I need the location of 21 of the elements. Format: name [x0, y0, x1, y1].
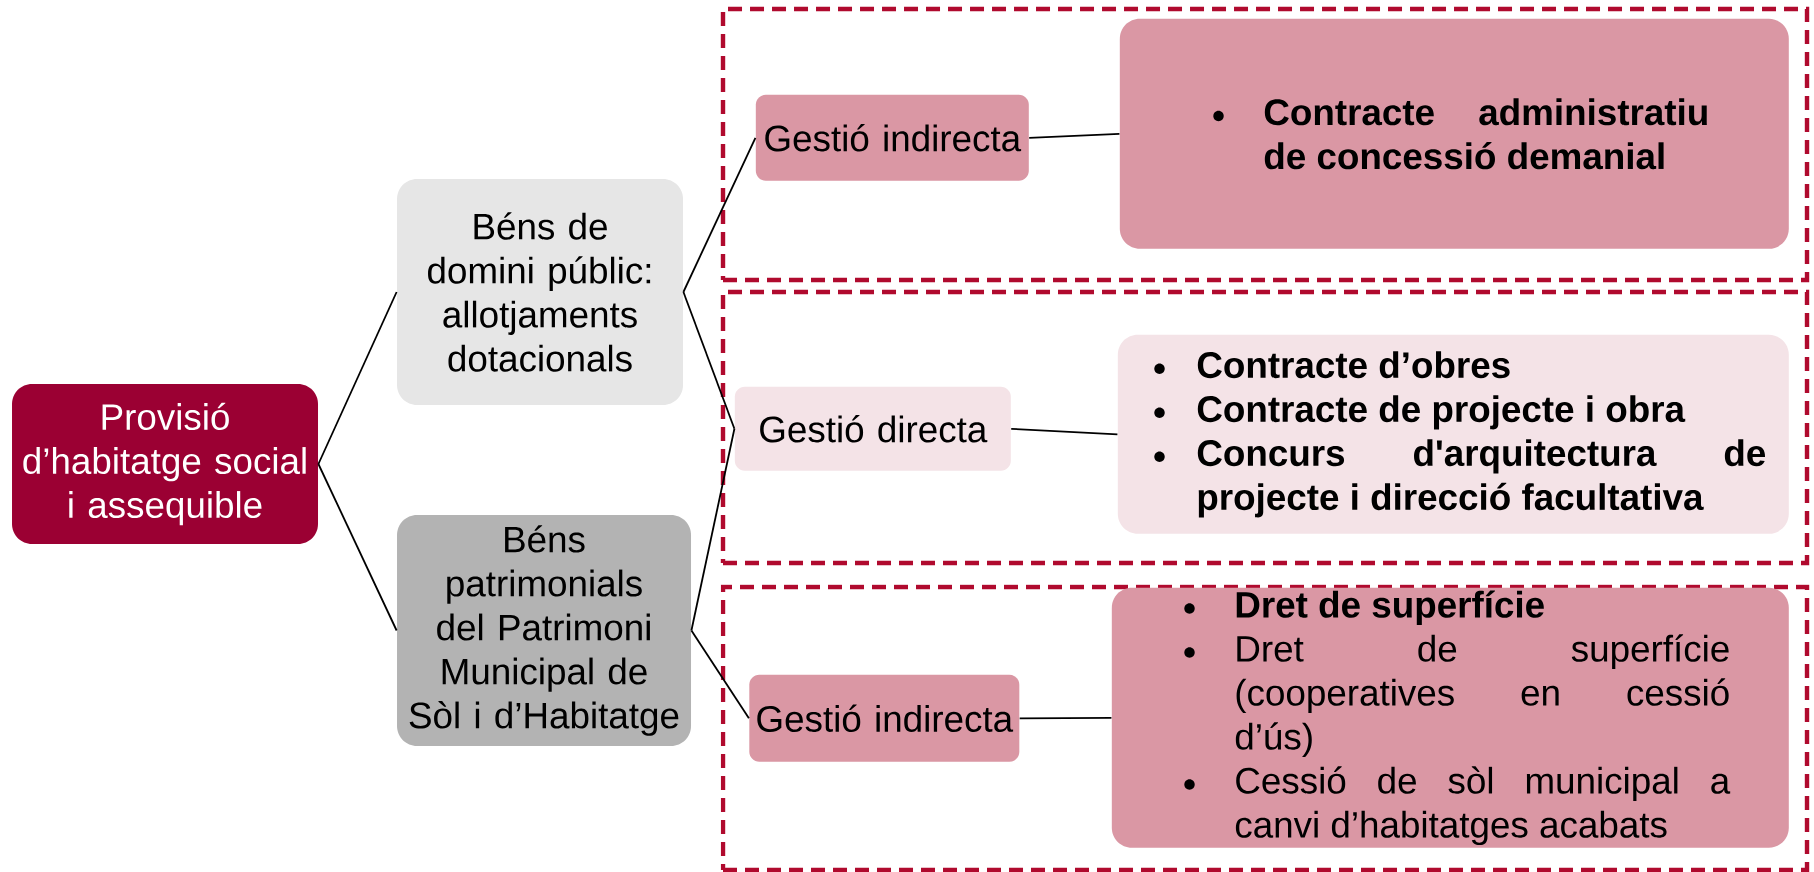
group-frame — [720, 6, 1810, 283]
connector-line — [1010, 427, 1119, 436]
connector-line — [1018, 716, 1113, 720]
contract-box: Contracte administratiu de concessió demanial — [1119, 18, 1789, 249]
management-box: Gestió indirecta — [749, 674, 1020, 762]
management-box: Gestió indirecta — [755, 94, 1029, 181]
contract-box: Contracte d’obres Contracte de projecte i obra Concurs d'arquitectura de projecte i direcció facultativa — [1117, 334, 1789, 534]
connector-line — [690, 629, 750, 720]
connector-line — [317, 463, 398, 632]
category-box: Béns de domini públic: allotjaments dotacionals — [397, 179, 683, 405]
contract-box: Dret de superfície Dret de superfície (cooperatives en cessió d’ús) Cessió de sòl municipal a canvi d’habitatges acabats — [1111, 587, 1789, 848]
connector-line — [1028, 132, 1121, 139]
connector-line — [317, 291, 398, 465]
connector-line — [682, 291, 736, 430]
connector-line — [690, 427, 736, 632]
connector-line — [682, 136, 757, 293]
group-frame — [720, 289, 1810, 566]
category-box: Béns patrimonials del Patrimoni Municipal de Sòl i d’Habitatge — [397, 515, 691, 746]
group-frame — [720, 584, 1810, 872]
root-box: Provisió d’habitatge social i assequible — [12, 384, 318, 544]
management-box: Gestió directa — [734, 386, 1011, 471]
